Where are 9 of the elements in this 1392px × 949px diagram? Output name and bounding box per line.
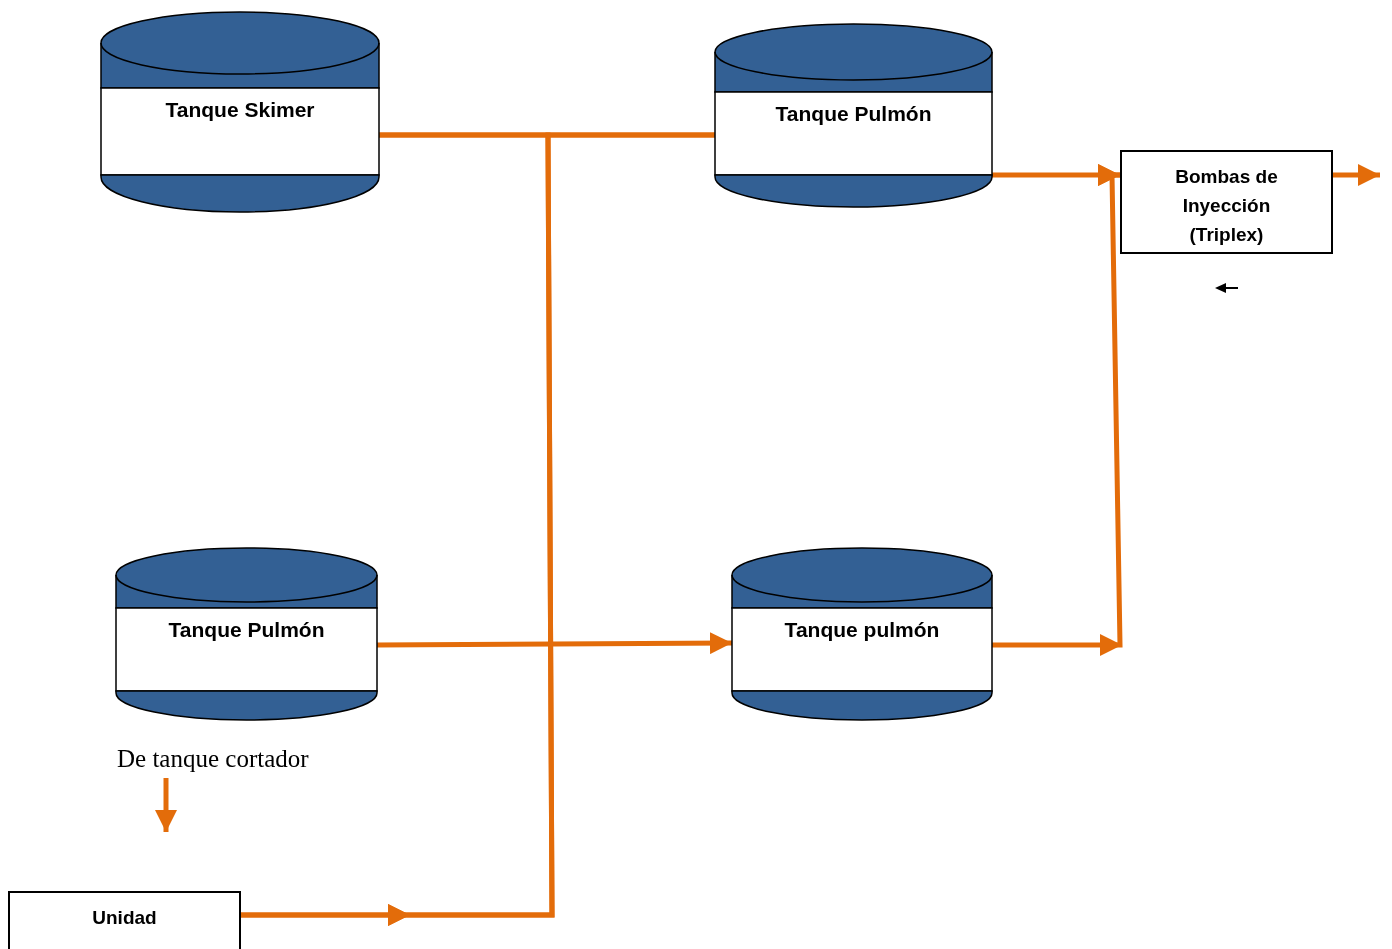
process-box	[8, 891, 241, 949]
box-label: Unidad	[92, 906, 157, 930]
tank-label: Tanque pulmón	[784, 618, 940, 642]
box-label: Bombas de Inyección (Triplex)	[1174, 165, 1279, 247]
process-box	[1120, 150, 1333, 254]
tank-label: Tanque Pulmón	[775, 102, 932, 126]
tank-label: Tanque Skimer	[165, 98, 315, 122]
source-label: De tanque cortador	[117, 745, 309, 773]
tank-label: Tanque Pulmón	[168, 618, 325, 642]
